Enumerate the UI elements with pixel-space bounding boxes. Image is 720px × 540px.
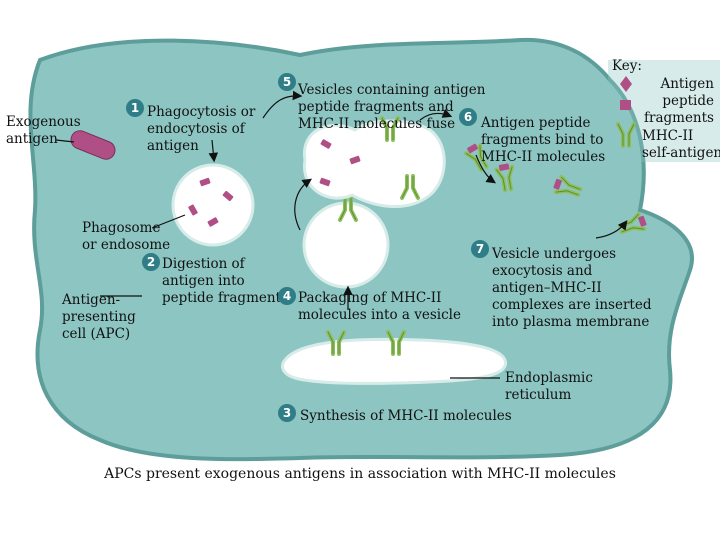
arrow-1-to-5: [262, 90, 303, 119]
exogenous-antigen-label: Exogenous antigen: [6, 114, 81, 147]
step-6-text: Antigen peptide fragments bind to MHC-II…: [481, 115, 606, 165]
step-2-text: Digestion of antigen into peptide fragme…: [162, 256, 288, 306]
step-3-text: Synthesis of MHC-II molecules: [300, 408, 512, 424]
arrow-7: [595, 220, 628, 239]
step-4-number: 4: [278, 287, 296, 305]
key-antigen-label: Antigen peptide fragments: [644, 76, 714, 126]
phagosome-label: Phagosome or endosome: [82, 220, 171, 253]
step-7-number: 7: [471, 240, 489, 258]
phagosome-vesicle: [171, 163, 255, 247]
key-title: Key:: [612, 58, 642, 74]
step-1-number: 1: [126, 99, 144, 117]
apc-label: Antigen- presenting cell (APC): [62, 292, 136, 342]
exogenous-antigen-pointer: [55, 139, 75, 143]
figure-caption: APCs present exogenous antigens in assoc…: [104, 466, 616, 482]
mhc-vesicle: [302, 201, 390, 289]
fused-vesicle: [303, 119, 446, 209]
step-5-number: 5: [278, 73, 296, 91]
key-antigen-rect-icon: [620, 100, 631, 110]
er-label: Endoplasmic reticulum: [505, 370, 593, 403]
step-2-number: 2: [142, 253, 160, 271]
step-3-number: 3: [278, 404, 296, 422]
key-mhc-label: MHC-II self-antigen: [642, 128, 720, 161]
arrow-1-to-phagosome: [208, 139, 219, 163]
phagosome-pointer: [151, 214, 186, 229]
step-6-number: 6: [459, 108, 477, 126]
arrow-4-to-5: [294, 178, 312, 231]
step-1-text: Phagocytosis or endocytosis of antigen: [147, 104, 256, 154]
arrow-6: [475, 154, 496, 184]
exogenous-antigen-shape: [70, 130, 116, 160]
key-antigen-diamond-icon: [620, 76, 632, 92]
arrow-5-to-6: [419, 108, 453, 121]
step-7-text: Vesicle undergoes exocytosis and antigen…: [492, 246, 652, 330]
step-4-text: Packaging of MHC-II molecules into a ves…: [298, 290, 461, 323]
step-5-text: Vesicles containing antigen peptide frag…: [298, 82, 486, 132]
